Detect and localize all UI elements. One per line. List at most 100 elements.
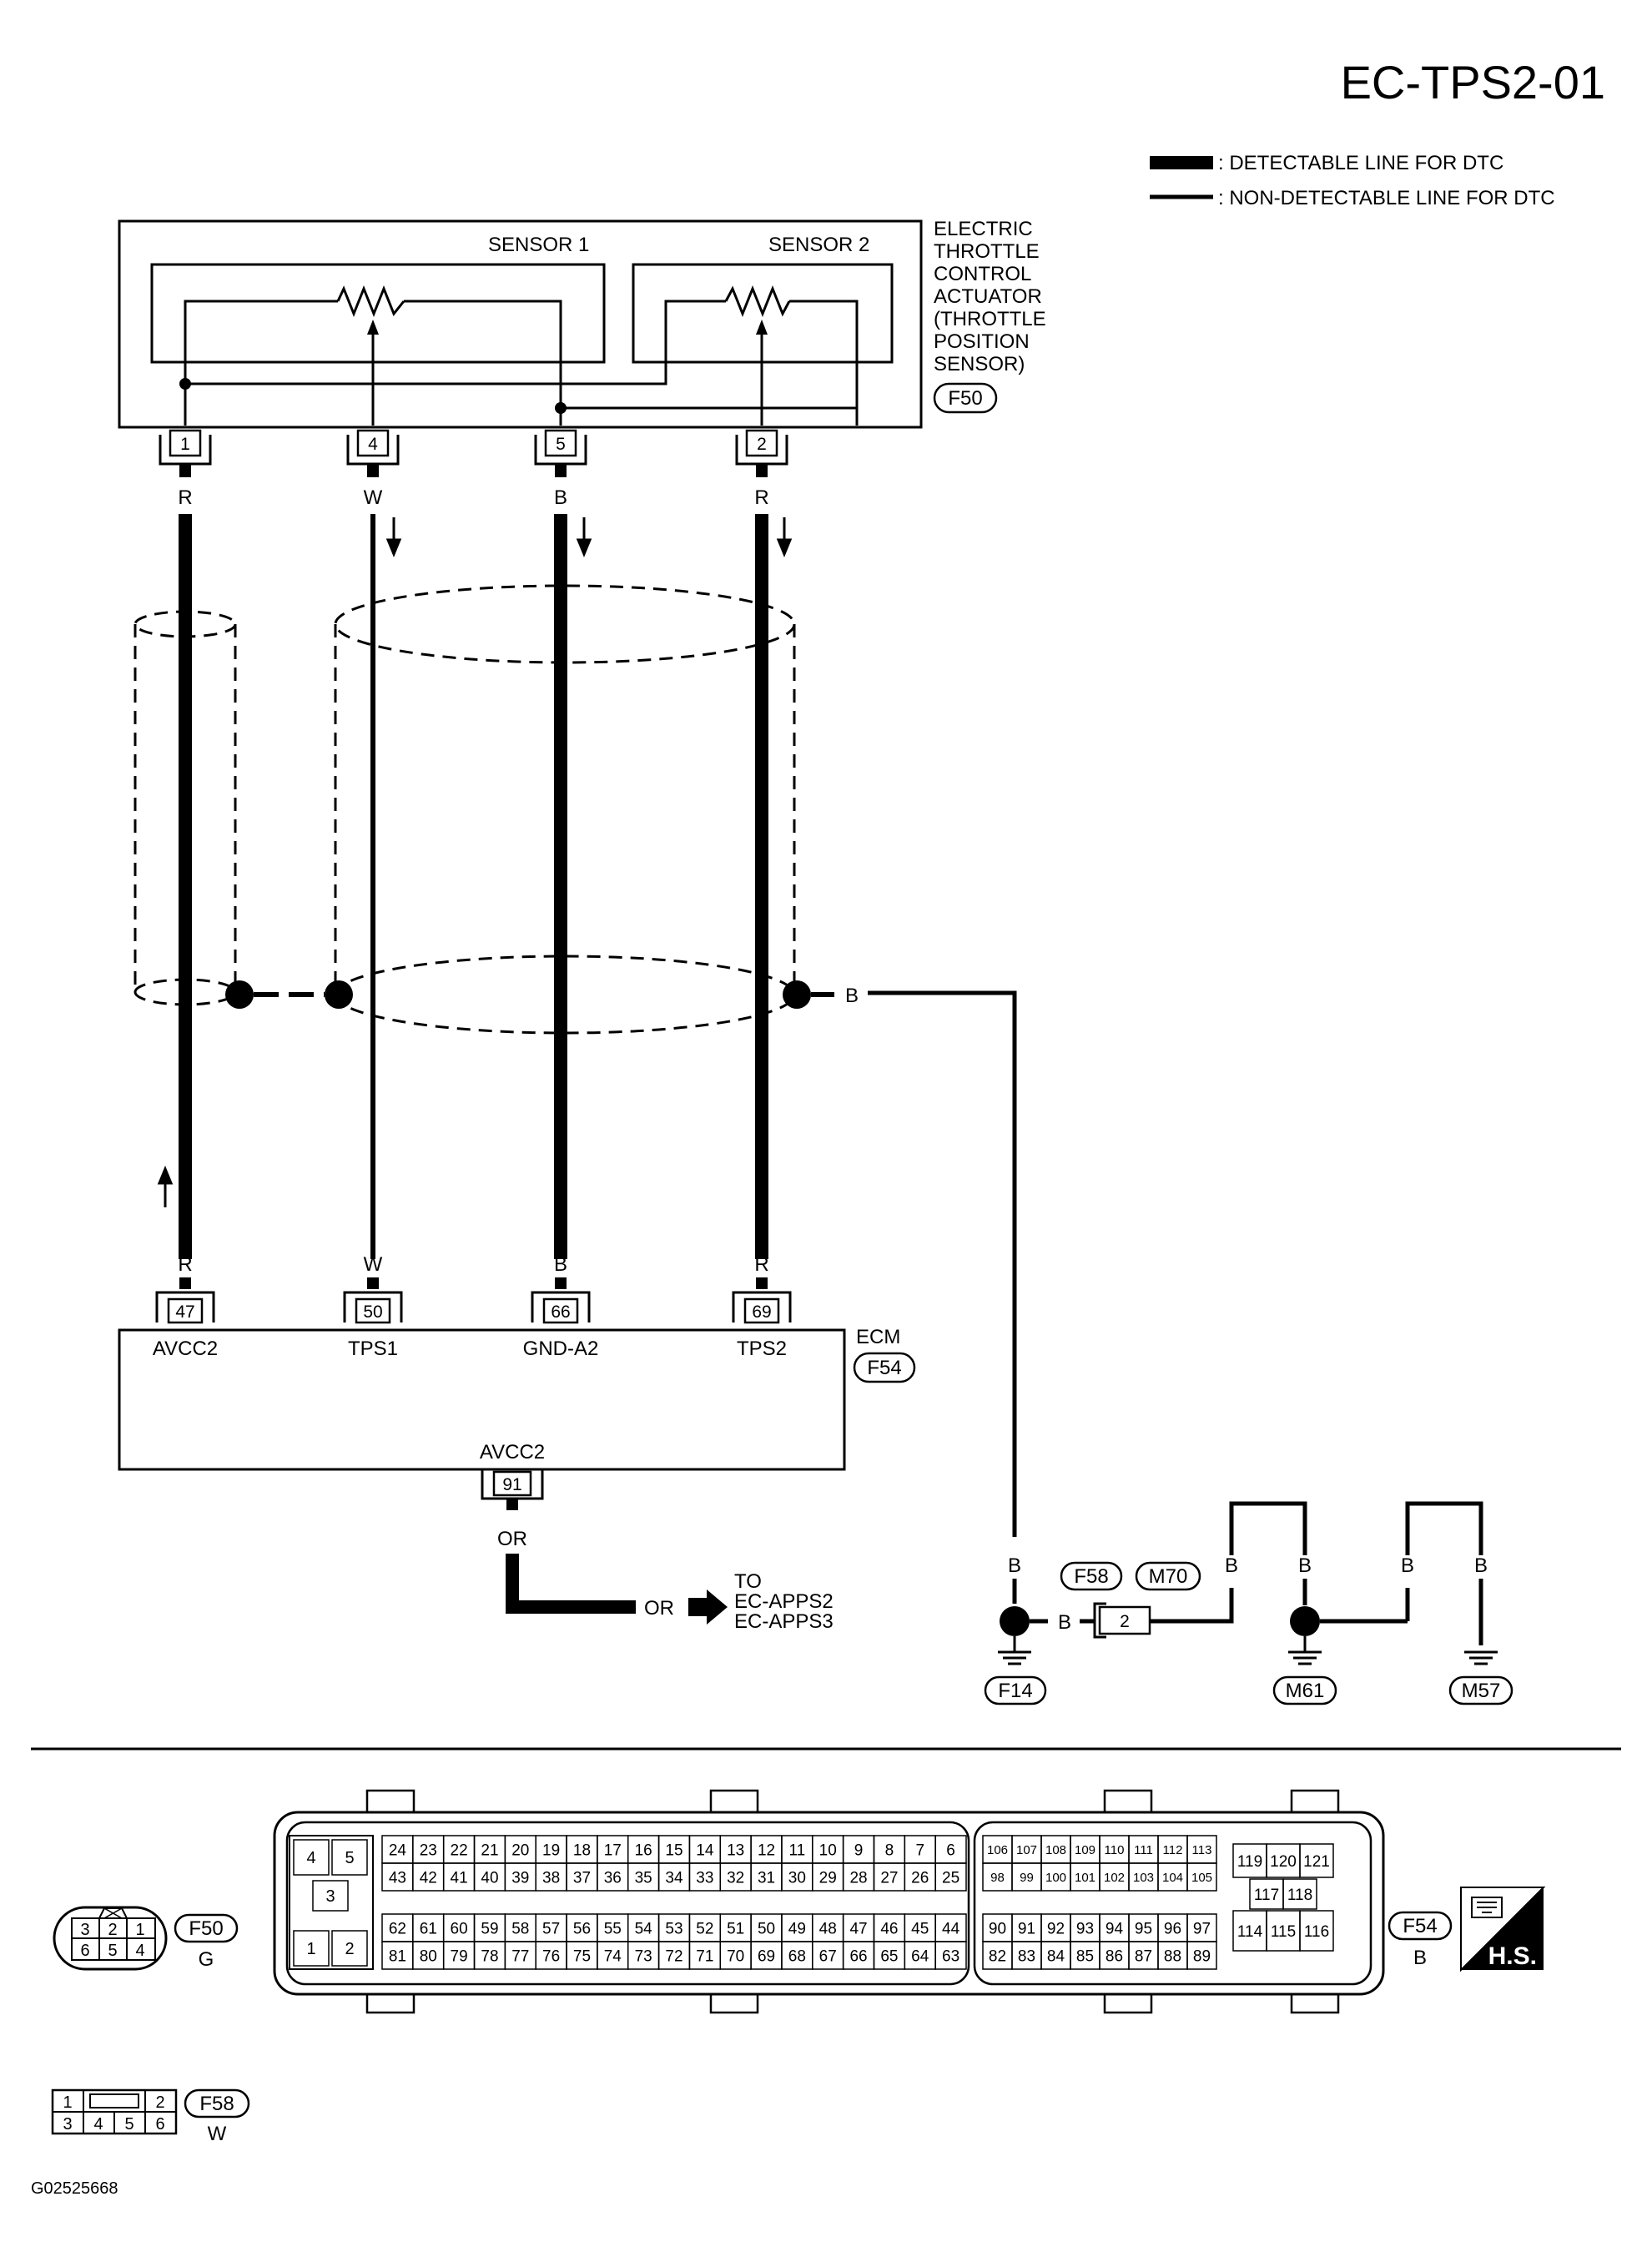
bottom-wire-colors: R W B R [178, 1253, 768, 1276]
cavity-number: 68 [788, 1947, 806, 1965]
cavity-number: 50 [758, 1920, 775, 1937]
cavity-number: 29 [819, 1869, 837, 1887]
shield-drain-dot [783, 980, 811, 1009]
cavity-number: 48 [819, 1920, 837, 1937]
f54-face-color: B [1413, 1947, 1427, 1969]
cavity-number: 33 [696, 1869, 713, 1887]
cavity-number: 115 [1271, 1923, 1296, 1941]
cavity-number: 99 [1020, 1871, 1034, 1885]
cavity-number: 3 [325, 1887, 335, 1906]
m61-badge [1272, 1675, 1337, 1705]
svg-text:6: 6 [80, 1942, 89, 1960]
or-branch-label: OR [644, 1597, 674, 1620]
cavity-number: 39 [511, 1869, 529, 1887]
cavity-number: 77 [511, 1947, 529, 1965]
pin-stub [506, 1499, 518, 1510]
shield-wire-color: B [845, 985, 859, 1007]
cavity-number: 78 [481, 1947, 498, 1965]
cavity-number: 10 [819, 1841, 837, 1859]
cavity-number: 16 [635, 1841, 652, 1859]
m57-badge-label: M57 [1462, 1680, 1501, 1702]
m57-badge [1448, 1675, 1513, 1705]
svg-text:W: W [364, 1253, 383, 1276]
shield-drain-dot [225, 980, 254, 1009]
ecm-bottom-pin-name: AVCC2 [480, 1441, 545, 1464]
cavity-number: 47 [849, 1920, 867, 1937]
cavity-number: 26 [911, 1869, 929, 1887]
cavity-number: 103 [1133, 1871, 1154, 1885]
cavity-number: 60 [451, 1920, 468, 1937]
cavity-number: 67 [819, 1947, 837, 1965]
cavity-number: 97 [1193, 1920, 1211, 1937]
actuator-pin-brackets [159, 435, 788, 466]
svg-text:6: 6 [155, 2115, 164, 2134]
cavity-number: 18 [573, 1841, 591, 1859]
connector-cavity [1186, 1941, 1217, 1970]
cavity-number: 81 [389, 1947, 406, 1965]
cavity-number: 87 [1135, 1947, 1152, 1965]
cavity-number: 11 [789, 1841, 806, 1859]
cavity-number: 65 [880, 1947, 898, 1965]
svg-text:5: 5 [124, 2115, 133, 2134]
cavity-number: 86 [1106, 1947, 1123, 1965]
cavity-number: 14 [696, 1841, 714, 1859]
cavity-number: 75 [573, 1947, 591, 1965]
ecm-bottom-wire-color: OR [497, 1528, 527, 1550]
cavity-number: 63 [942, 1947, 959, 1965]
svg-text:69: 69 [752, 1302, 771, 1322]
svg-text:4: 4 [135, 1942, 144, 1960]
cavity-number: 89 [1193, 1947, 1211, 1965]
cavity-number: 62 [389, 1920, 406, 1937]
cavity-number: 44 [942, 1920, 960, 1937]
svg-text:B: B [554, 486, 567, 509]
shield-right [334, 584, 796, 1035]
cavity-number: 120 [1270, 1853, 1297, 1871]
cavity-number: 85 [1076, 1947, 1094, 1965]
cavity-number: 59 [481, 1920, 498, 1937]
f14-badge-label: F14 [998, 1680, 1032, 1702]
cavity-number: 53 [665, 1920, 682, 1937]
svg-text:4: 4 [368, 435, 378, 454]
svg-text:3: 3 [80, 1921, 89, 1939]
cavity-number: 80 [420, 1947, 437, 1965]
svg-text:4: 4 [93, 2115, 103, 2134]
cavity-number: 45 [911, 1920, 929, 1937]
svg-text:2: 2 [108, 1921, 117, 1939]
cavity-number: 7 [915, 1841, 924, 1859]
svg-text:R: R [754, 1253, 768, 1276]
cavity-number: 25 [942, 1869, 959, 1887]
svg-text:3: 3 [63, 2115, 72, 2134]
connector-cavity [293, 1930, 330, 1967]
f50-badge [933, 382, 998, 414]
cavity-number: 37 [573, 1869, 591, 1887]
f54-face-badge-label: F54 [1403, 1915, 1437, 1937]
cavity-number: 17 [604, 1841, 622, 1859]
ground-splice-dot [1000, 1606, 1030, 1636]
pin-stubs-top [179, 464, 768, 477]
ecm-pins: 47 50 66 69 [167, 1297, 780, 1324]
svg-text:1: 1 [135, 1921, 144, 1939]
cavity-number: 95 [1135, 1920, 1152, 1937]
legend-non-detectable: : NON-DETECTABLE LINE FOR DTC [1218, 187, 1555, 209]
connector-cavity [331, 1930, 368, 1967]
or-wire-vertical [506, 1554, 519, 1612]
cavity-number: 119 [1237, 1853, 1262, 1871]
actuator-box [118, 219, 923, 429]
wire-tps2-detectable [755, 514, 768, 1259]
ground-wire-color: B [1298, 1554, 1312, 1577]
actuator-pins: 1 4 5 2 [169, 429, 778, 457]
cavity-number: 93 [1076, 1920, 1094, 1937]
sensor1-box [150, 263, 606, 364]
svg-text:47: 47 [175, 1302, 194, 1322]
connector-cavity [293, 1839, 330, 1876]
cavity-number: 82 [989, 1947, 1006, 1965]
connector-cavity [1299, 1910, 1334, 1952]
svg-text:2: 2 [155, 2093, 164, 2112]
cavity-number: 121 [1303, 1853, 1330, 1871]
f58-face-badge [184, 2088, 250, 2118]
hs-badge-label: H.S. [1488, 1942, 1537, 1970]
f54-badge-label: F54 [867, 1357, 901, 1379]
cavity-number: 40 [481, 1869, 498, 1887]
connector-cavity [1186, 1862, 1217, 1892]
shield-drain-dot [325, 980, 353, 1009]
